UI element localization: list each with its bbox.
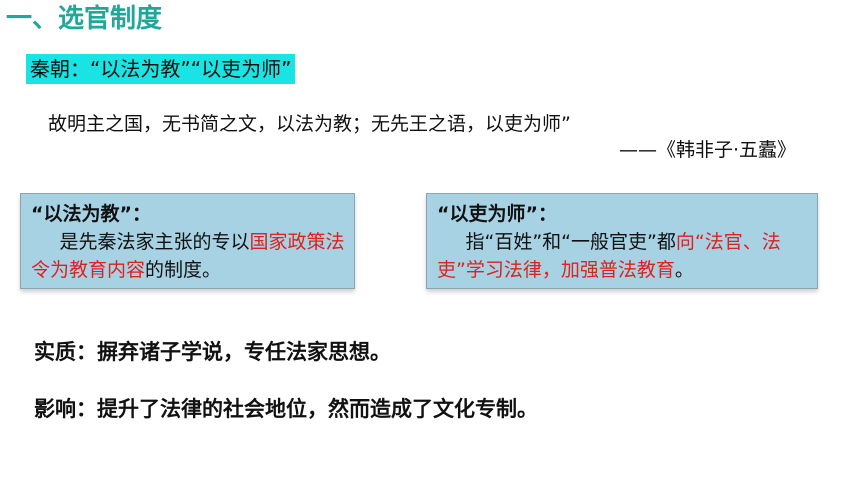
definition-box-officials-as-teachers: “以吏为师”： 指“百姓”和“一般官吏”都向“法官、法吏”学习法律，加强普法教育… <box>426 193 818 289</box>
section-subtitle: 秦朝：“以法为教”“以吏为师” <box>26 54 296 84</box>
essence-statement: 实质：摒弃诸子学说，专任法家思想。 <box>34 340 391 364</box>
definition-text: 指“百姓”和“一般官吏”都向“法官、法吏”学习法律，加强普法教育。 <box>437 228 809 284</box>
definition-text-plain: 指“百姓”和“一般官吏”都 <box>465 231 676 253</box>
definition-text-plain: 的制度。 <box>145 259 222 281</box>
definition-text-highlight: 向“法官、法吏”学习法律，加强普法教育 <box>437 231 781 281</box>
definition-text-plain: 是先秦法家主张的专以 <box>59 231 250 253</box>
definition-text-highlight: 国家政策法令为教育内容 <box>31 231 345 281</box>
quote-source: ——《韩非子·五蠹》 <box>618 139 796 161</box>
classical-quote: 故明主之国，无书简之文，以法为教；无先王之语，以吏为师” <box>48 113 571 135</box>
page-title: 一、选官制度 <box>6 4 163 34</box>
definition-text: 是先秦法家主张的专以国家政策法令为教育内容的制度。 <box>31 228 346 284</box>
definition-heading: “以法为教”： <box>31 203 151 225</box>
impact-statement: 影响：提升了法律的社会地位，然而造成了文化专制。 <box>34 397 538 421</box>
definition-text-plain: 。 <box>674 259 694 281</box>
definition-heading: “以吏为师”： <box>437 203 557 225</box>
definition-box-law-as-teaching: “以法为教”： 是先秦法家主张的专以国家政策法令为教育内容的制度。 <box>20 193 355 289</box>
